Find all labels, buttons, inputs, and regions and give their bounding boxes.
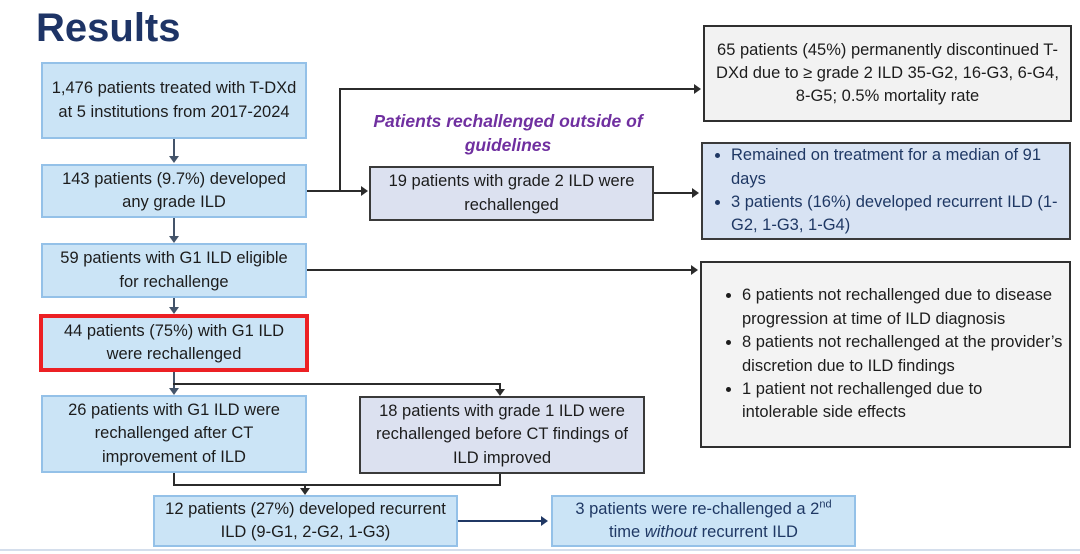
flow-box-grade2-rechallenged: 19 patients with grade 2 ILD were rechal…	[369, 166, 654, 221]
arrowhead-down-icon	[169, 388, 179, 395]
arrowhead-down-icon	[169, 307, 179, 314]
arrowhead-right-icon	[541, 516, 548, 526]
arrowhead-down-icon	[169, 236, 179, 243]
panel-discontinued: 65 patients (45%) permanently discontinu…	[703, 25, 1072, 122]
flow-box-developed-ild: 143 patients (9.7%) developed any grade …	[41, 164, 307, 218]
flow-box-rechallenged-before-ct: 18 patients with grade 1 ILD were rechal…	[359, 396, 645, 474]
connector-treated-to-developed	[173, 139, 175, 157]
list-item: 3 patients (16%) developed recurrent ILD…	[731, 191, 1063, 238]
second-rechallenge-text: 3 patients were re-challenged a 2nd time…	[575, 498, 832, 541]
panel-not-rechallenged-reasons: 6 patients not rechallenged due to disea…	[700, 261, 1071, 448]
flow-box-rechallenged-after-ct: 26 patients with G1 ILD were rechallenge…	[41, 395, 307, 473]
connector-merge-down	[304, 484, 306, 489]
panel-grade2-outcomes: Remained on treatment for a median of 91…	[701, 142, 1071, 240]
connector-rechallenged-to-after-ct	[173, 372, 175, 388]
ordinal-superscript: nd	[819, 498, 832, 511]
connector-branch-to-before-ct	[173, 383, 501, 385]
arrowhead-down-icon	[300, 488, 310, 495]
arrowhead-right-icon	[692, 188, 699, 198]
flow-box-recurrent-ild: 12 patients (27%) developed recurrent IL…	[153, 495, 458, 547]
connector-eligible-to-reasons	[307, 269, 692, 271]
connector-up-to-discontinued	[339, 88, 341, 192]
connector-after-ct-down	[173, 473, 175, 486]
connector-grade2-to-outcomes	[654, 192, 693, 194]
connector-eligible-to-rechallenged	[173, 298, 175, 308]
emphasized-word: without	[644, 523, 698, 541]
connector-before-ct-down	[499, 474, 501, 486]
slide-title: Results	[36, 6, 181, 50]
arrowhead-down-icon	[169, 156, 179, 163]
list-item: Remained on treatment for a median of 91…	[731, 144, 1063, 191]
flow-box-rechallenged-g1-highlighted: 44 patients (75%) with G1 ILD were recha…	[39, 314, 309, 372]
connector-merge-horizontal	[173, 484, 501, 486]
connector-branch-down	[499, 383, 501, 389]
connector-developed-out	[307, 190, 341, 192]
list-item: 6 patients not rechallenged due to disea…	[742, 284, 1063, 331]
flow-box-treated: 1,476 patients treated with T-DXd at 5 i…	[41, 62, 307, 139]
outside-guidelines-label: Patients rechallenged outside of guideli…	[373, 111, 643, 155]
connector-developed-to-eligible	[173, 218, 175, 237]
not-rechallenged-list: 6 patients not rechallenged due to disea…	[702, 284, 1069, 425]
list-item: 8 patients not rechallenged at the provi…	[742, 331, 1063, 378]
connector-to-discontinued	[339, 88, 695, 90]
slide-bottom-rule	[0, 549, 1080, 551]
grade2-outcomes-list: Remained on treatment for a median of 91…	[703, 144, 1069, 238]
arrowhead-right-icon	[691, 265, 698, 275]
flow-box-eligible: 59 patients with G1 ILD eligible for rec…	[41, 243, 307, 298]
list-item: 1 patient not rechallenged due to intole…	[742, 378, 1063, 425]
connector-recurrent-to-second	[458, 520, 542, 522]
arrowhead-right-icon	[361, 186, 368, 196]
connector-to-grade2-box	[341, 190, 362, 192]
arrowhead-down-icon	[495, 389, 505, 396]
arrowhead-right-icon	[694, 84, 701, 94]
flow-box-second-rechallenge: 3 patients were re-challenged a 2nd time…	[551, 495, 856, 547]
